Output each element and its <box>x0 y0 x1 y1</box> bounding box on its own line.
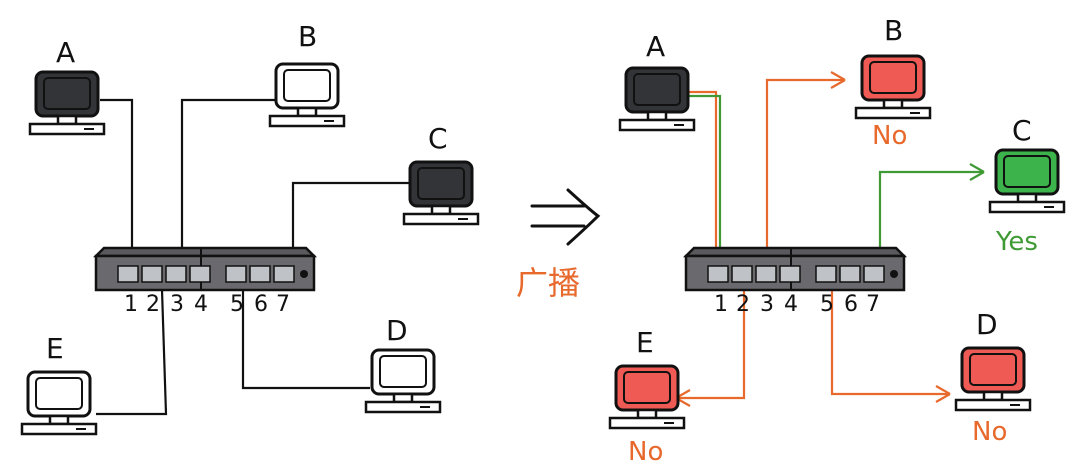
left-host-a: A <box>28 36 106 136</box>
arrowhead <box>830 71 846 89</box>
left-host-b: B <box>268 20 346 128</box>
right-host-b: B No <box>854 14 932 151</box>
broadcast-line-b <box>688 78 845 272</box>
right-host-a: A <box>618 30 696 132</box>
host-label: E <box>636 326 654 359</box>
broadcast-line-e <box>676 270 746 400</box>
host-label: E <box>46 332 64 365</box>
host-label: A <box>646 30 665 63</box>
host-label: A <box>56 36 75 69</box>
port-number: 4 <box>194 292 208 317</box>
right-host-e: E No <box>608 326 686 467</box>
broadcast-line-d <box>830 270 950 396</box>
port-number: 1 <box>714 292 728 317</box>
left-host-c: C <box>402 122 480 226</box>
port-number: 6 <box>254 292 268 317</box>
left-wires <box>96 98 410 416</box>
computer-icon <box>618 66 696 132</box>
port-number: 5 <box>230 292 244 317</box>
port-number: 3 <box>170 292 184 317</box>
port-number: 2 <box>736 292 750 317</box>
left-host-e: E <box>20 332 98 436</box>
left-port-numbers: 1 2 3 4 5 6 7 <box>124 292 290 317</box>
left-diagram: 1 2 3 4 5 6 7 A B C D E <box>20 20 480 436</box>
double-arrow-icon <box>530 188 601 246</box>
computer-icon <box>28 70 106 136</box>
computer-icon <box>854 54 932 120</box>
computer-icon <box>402 160 480 226</box>
computer-icon <box>608 364 686 430</box>
computer-icon <box>268 62 346 128</box>
wire-a-port1 <box>100 98 134 262</box>
right-host-c: C Yes <box>988 114 1066 257</box>
wire-c-port7 <box>291 181 410 262</box>
wire-e-port2 <box>96 289 168 416</box>
right-diagram: 1 2 3 4 5 6 7 A B No C Yes D No <box>608 14 1066 467</box>
left-host-d: D <box>364 314 442 414</box>
arrowhead <box>969 163 985 181</box>
wire-b-port3 <box>180 98 280 262</box>
host-label: D <box>386 314 408 347</box>
host-label: B <box>298 20 317 53</box>
host-label: D <box>976 308 998 341</box>
port-number: 7 <box>866 292 880 317</box>
computer-icon <box>954 346 1032 412</box>
broadcast-lines <box>675 71 951 407</box>
answer-label: No <box>972 417 1007 447</box>
right-switch <box>684 246 906 292</box>
broadcast-caption: 广播 <box>516 264 580 302</box>
computer-icon <box>20 370 98 436</box>
port-number: 1 <box>124 292 138 317</box>
answer-label: No <box>872 121 907 151</box>
answer-label: No <box>628 437 663 467</box>
host-label: B <box>884 14 903 47</box>
right-port-numbers: 1 2 3 4 5 6 7 <box>714 292 880 317</box>
right-host-d: D No <box>954 308 1032 447</box>
reply-line <box>688 94 985 270</box>
computer-icon <box>364 348 442 414</box>
host-label: C <box>1012 114 1032 147</box>
arrowhead <box>935 385 951 403</box>
wire-d-port5 <box>241 290 370 390</box>
broadcast-arrow: 广播 <box>516 188 601 302</box>
broadcast-line-c <box>688 94 984 270</box>
port-number: 4 <box>784 292 798 317</box>
computer-icon <box>988 148 1066 214</box>
left-switch <box>94 246 316 292</box>
port-number: 3 <box>760 292 774 317</box>
port-number: 7 <box>276 292 290 317</box>
port-number: 5 <box>820 292 834 317</box>
answer-label: Yes <box>995 227 1038 257</box>
port-number: 2 <box>146 292 160 317</box>
port-number: 6 <box>844 292 858 317</box>
host-label: C <box>428 122 448 155</box>
